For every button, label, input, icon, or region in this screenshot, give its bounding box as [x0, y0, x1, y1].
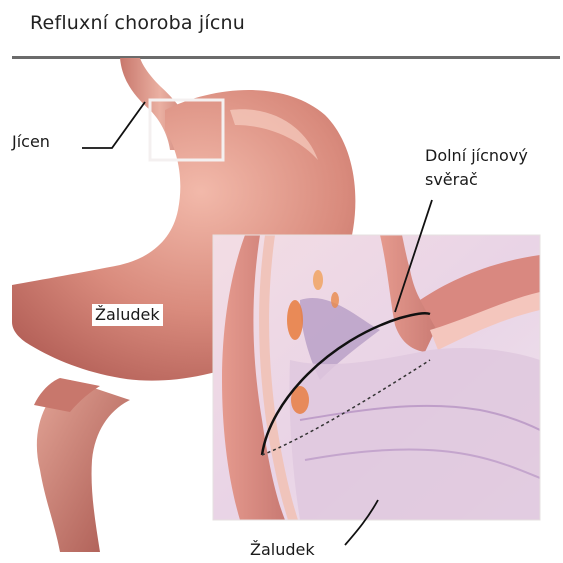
inset-closeup [213, 235, 540, 520]
label-stomach-inset: Žaludek [250, 540, 315, 560]
esophagus-leader [82, 102, 145, 148]
label-sphincter-line1: Dolní jícnový [425, 146, 528, 166]
label-stomach-main: Žaludek [92, 304, 163, 326]
label-sphincter-line2: svěrač [425, 170, 478, 190]
label-esophagus: Jícen [12, 132, 50, 152]
